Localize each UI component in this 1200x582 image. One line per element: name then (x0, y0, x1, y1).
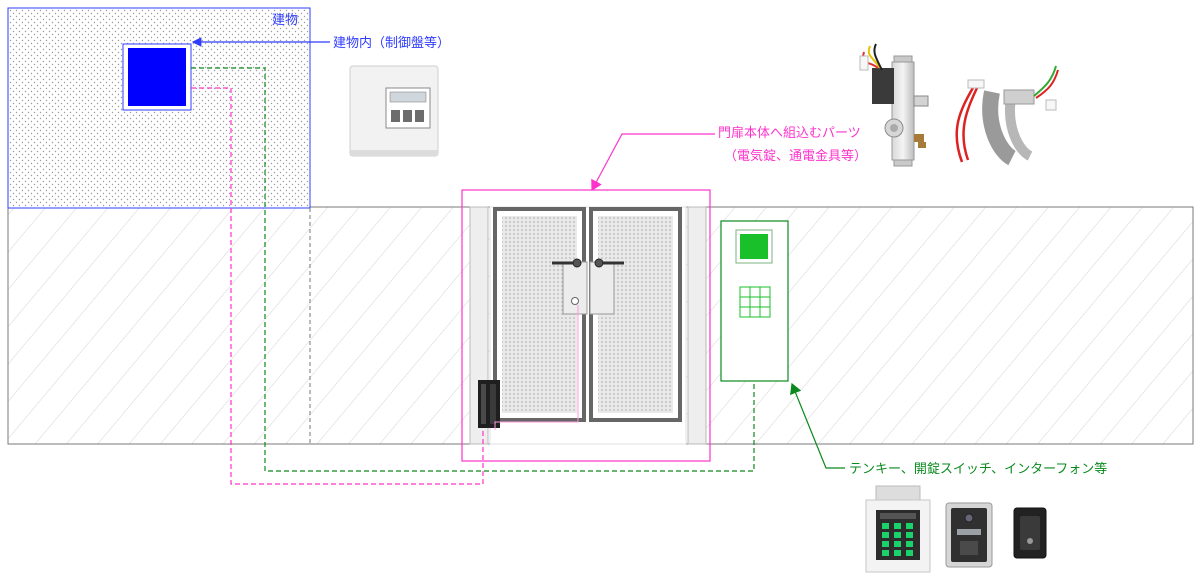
wiring-magenta (191, 87, 579, 485)
gate-parts-label-line1: 門扉本体へ組込むパーツ (718, 125, 861, 141)
unlock-switch-photo (1013, 507, 1047, 559)
building-label: 建物 (272, 13, 298, 28)
gate-parts-arrow (591, 133, 715, 192)
gate-handles (552, 258, 624, 315)
control-panel-photo (349, 65, 439, 157)
exterior-arrow (790, 382, 845, 469)
keypad-photo (865, 485, 931, 573)
gate-parts-label-line2: （電気錠、通電金具等） (724, 148, 867, 164)
gate (461, 189, 711, 462)
gate-leaf-left (493, 207, 586, 422)
exterior-devices-label: テンキー、開錠スイッチ、インターフォン等 (849, 461, 1107, 477)
electric-lock-photo (859, 43, 929, 167)
exterior-device-panel (720, 220, 789, 382)
intercom-photo (945, 502, 993, 568)
keypad-grid-icon (739, 286, 771, 318)
wiring-green (191, 67, 755, 472)
control-box (122, 43, 192, 111)
indoor-label: 建物内（制御盤等） (333, 35, 450, 51)
gate-lock-box (478, 380, 500, 428)
power-transfer-hinge-photo (955, 65, 1059, 166)
